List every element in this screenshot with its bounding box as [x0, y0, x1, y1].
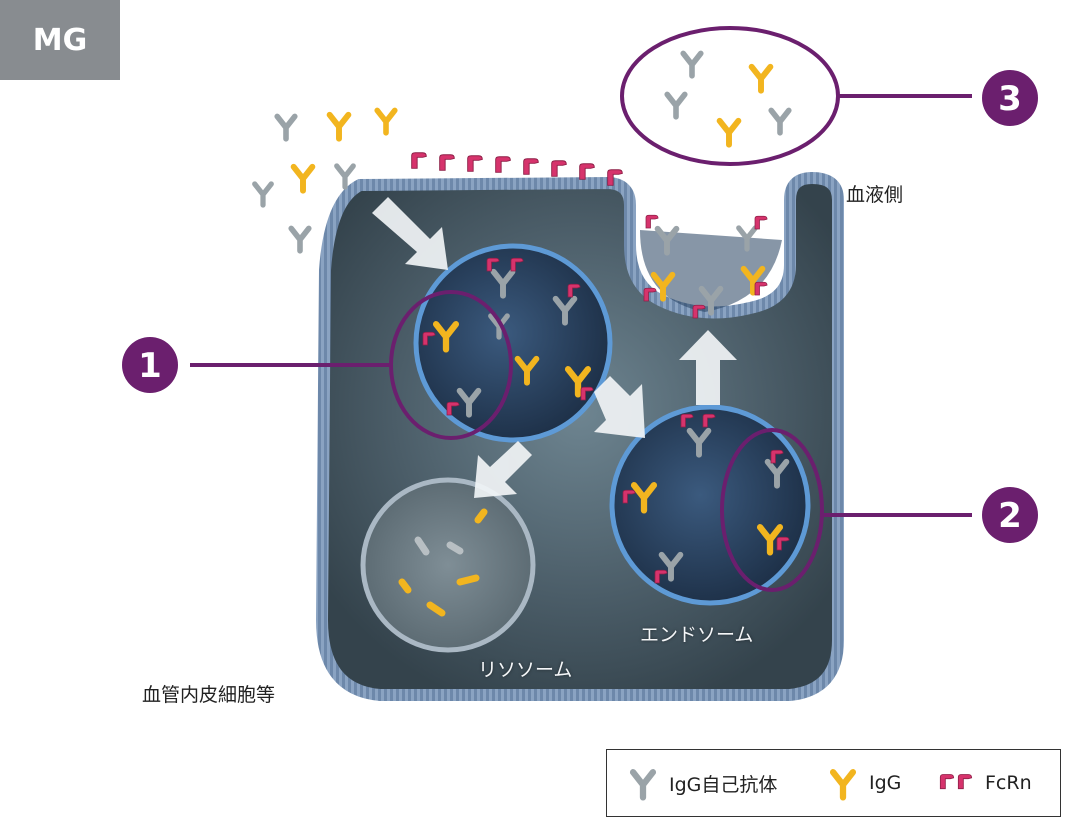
lysosome-fragments	[398, 508, 488, 617]
lysosome-label: リソソーム	[478, 659, 573, 681]
legend-igg-label: IgG	[869, 772, 902, 794]
legend-autoantibody-label: IgG自己抗体	[669, 773, 778, 796]
transport-arrows	[372, 197, 737, 498]
legend-fcrn-label: FcRn	[985, 772, 1032, 794]
legend-fcrn: FcRn	[937, 750, 1032, 816]
released-antibodies	[667, 53, 789, 144]
lysosome	[360, 477, 536, 653]
legend: IgG自己抗体 IgG FcRn	[606, 749, 1061, 817]
callout-3: 3	[998, 79, 1022, 119]
callout-2: 2	[998, 496, 1022, 536]
autoantibody-icon	[625, 763, 661, 803]
endosome-label: エンドソーム	[640, 624, 754, 646]
mg-badge: MG	[0, 0, 120, 80]
callout-leaders	[190, 94, 972, 517]
cell-label: 血管内皮細胞等	[142, 684, 276, 706]
blood-side-label: 血液側	[846, 184, 904, 206]
callout-markers: 1 2 3	[122, 70, 1038, 543]
igg-icon	[825, 763, 861, 803]
legend-autoantibody: IgG自己抗体	[625, 750, 777, 816]
fcrn-icon	[939, 774, 973, 790]
legend-igg: IgG	[825, 750, 901, 816]
callout-1: 1	[138, 346, 162, 386]
